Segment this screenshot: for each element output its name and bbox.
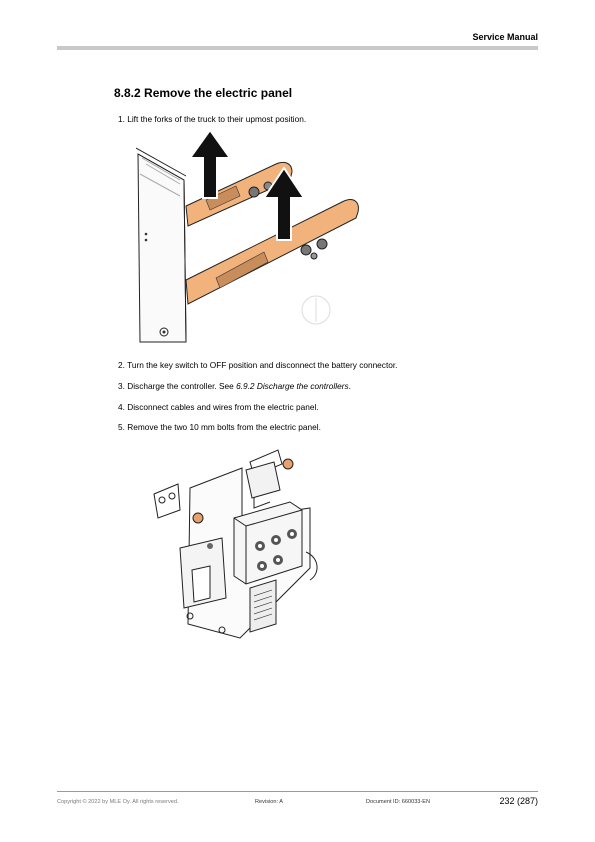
section-title: 8.8.2 Remove the electric panel bbox=[114, 86, 293, 100]
running-header-title: Service Manual bbox=[472, 32, 538, 42]
cross-reference-link[interactable]: 6.9.2 Discharge the controllers bbox=[236, 381, 349, 391]
footer-rule bbox=[57, 791, 538, 792]
step-1: 1. Lift the forks of the truck to their … bbox=[118, 114, 307, 124]
step-4: 4. Disconnect cables and wires from the … bbox=[118, 402, 319, 412]
step-5: 5. Remove the two 10 mm bolts from the e… bbox=[118, 422, 321, 432]
lift-arrow-icon bbox=[188, 128, 232, 199]
bolt-icon bbox=[282, 458, 294, 470]
footer-revision: Revision: A bbox=[255, 799, 283, 805]
lift-arrow-icon bbox=[262, 166, 306, 241]
step-3: 3. Discharge the controller. See 6.9.2 D… bbox=[118, 381, 351, 391]
footer-copyright: Copyright © 2022 by MLE Oy. All rights r… bbox=[57, 799, 179, 805]
step-2: 2. Turn the key switch to OFF position a… bbox=[118, 360, 398, 370]
header-rule bbox=[57, 46, 538, 50]
forks-lift-illustration bbox=[136, 128, 359, 343]
electric-panel-illustration bbox=[153, 449, 318, 639]
footer-document-id: Document ID: 660033-EN bbox=[366, 799, 431, 805]
bolt-icon bbox=[192, 512, 204, 524]
page-number: 232 (287) bbox=[499, 796, 538, 806]
